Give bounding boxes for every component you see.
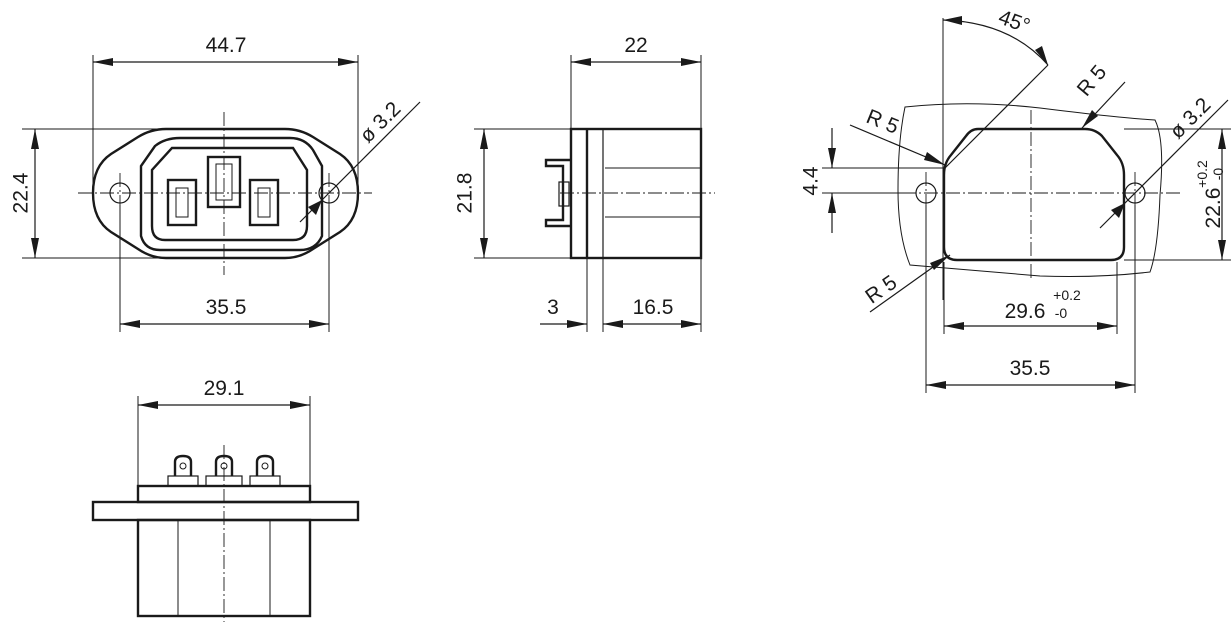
dim-cutout-hole-diameter: ø 3.2 (1165, 93, 1215, 143)
side-body-outline (569, 127, 703, 260)
dim-cutout-hole-spacing: 35.5 (1010, 357, 1051, 380)
side-terminals (544, 158, 571, 228)
front-view: 44.7 22.4 35.5 ø 3.2 (10, 34, 421, 332)
side-view: 22 21.8 3 16.5 (454, 34, 715, 332)
dim-cutout-width-tol-plus: +0.2 (1053, 287, 1081, 303)
front-contact-left (166, 178, 198, 227)
dim-hole-offset: 4.4 (800, 166, 823, 196)
panel-cutout-view: 45° R 5 R 5 R 5 ø 3.2 4.4 22.6 + (800, 6, 1231, 393)
bottom-terminal-right (255, 454, 275, 476)
front-body-outline (139, 136, 324, 252)
dim-radius-bottom-left: R 5 (861, 271, 901, 309)
angle-45-line (942, 64, 1049, 171)
front-contact-right (248, 178, 280, 227)
dim-depth: 22 (624, 34, 647, 57)
bottom-view: 29.1 (91, 377, 360, 622)
front-contact-right-inner (257, 187, 271, 218)
dim-body-width: 29.1 (204, 377, 245, 400)
dim-angle: 45° (995, 6, 1033, 38)
bottom-flange (91, 500, 360, 522)
front-contact-left-inner (175, 187, 189, 218)
dim-side-height: 21.8 (454, 173, 477, 214)
front-socket-opening (150, 146, 309, 242)
dim-flange-thickness: 3 (547, 296, 559, 319)
front-flange-outline (91, 127, 360, 260)
dim-body-depth: 16.5 (633, 296, 674, 319)
dim-cutout-height-tol-plus: +0.2 (1194, 160, 1210, 188)
dim-overall-width: 44.7 (206, 34, 247, 57)
dim-radius-top-right: R 5 (1073, 61, 1112, 101)
dim-hole-diameter: ø 3.2 (355, 97, 405, 147)
dim-cutout-height: 22.6 (1202, 188, 1225, 229)
dim-height: 22.4 (10, 172, 33, 213)
dim-cutout-height-tol-minus: -0 (1210, 168, 1226, 181)
cutout-flange-outline (897, 103, 1163, 277)
dim-cutout-width-tol-minus: -0 (1055, 305, 1068, 321)
bottom-terminal-left (173, 454, 193, 476)
cutout-shape (942, 127, 1126, 262)
dim-radius-top-left: R 5 (863, 105, 902, 139)
bottom-terminal-center (214, 454, 234, 476)
dim-cutout-width: 29.6 (1005, 300, 1046, 323)
dim-hole-spacing: 35.5 (206, 296, 247, 319)
